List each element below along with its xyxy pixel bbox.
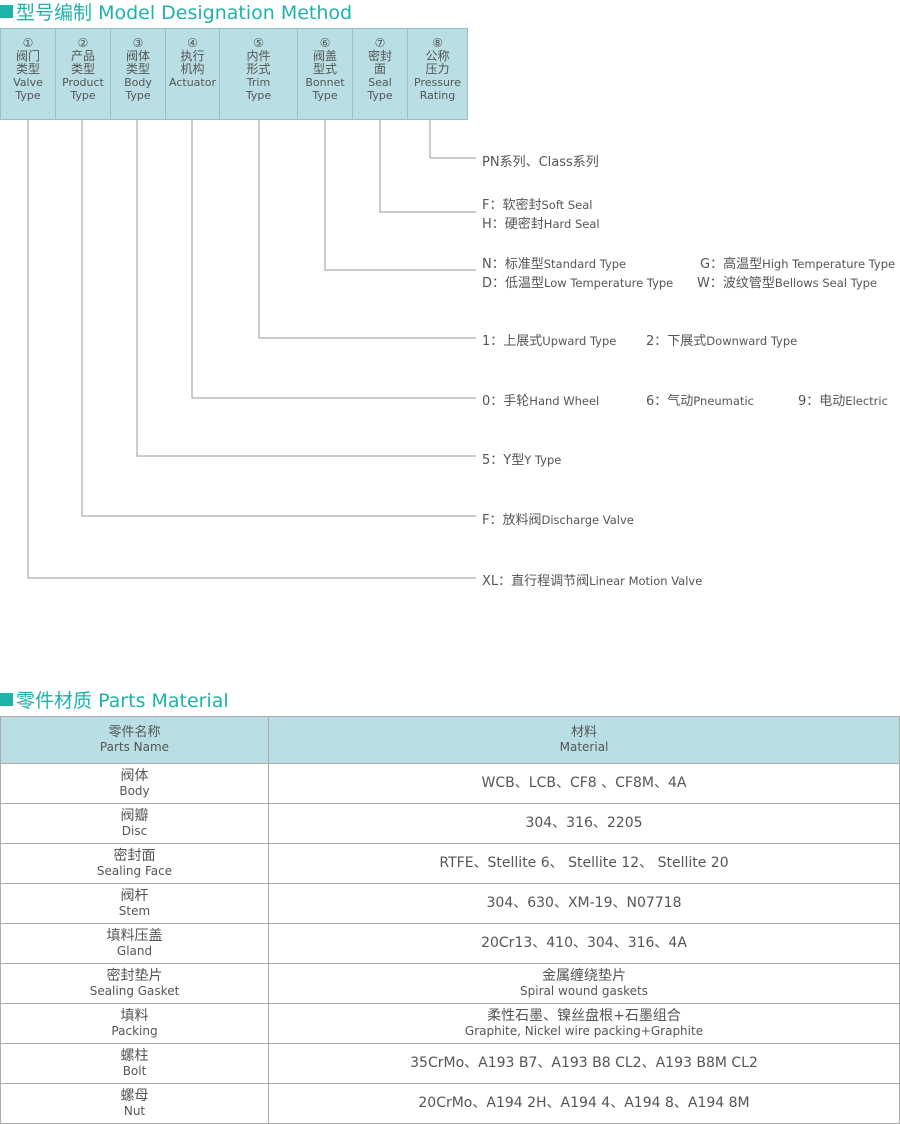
option-product: F：放料阀Discharge Valve xyxy=(482,513,634,528)
option-seal: F：软密封Soft Seal xyxy=(482,198,593,213)
connector-valve xyxy=(27,120,476,579)
option-bonnet: N：标准型Standard Type xyxy=(482,257,627,272)
option-actuator: 6：气动Pneumatic xyxy=(646,394,754,409)
connector-body xyxy=(136,120,476,457)
connector-seal xyxy=(379,120,476,213)
part-material: 20Cr13、410、304、316、4A xyxy=(268,923,900,964)
part-material: WCB、LCB、CF8 、CF8M、4A xyxy=(268,763,900,804)
part-material: RTFE、Stellite 6、 Stellite 12、 Stellite 2… xyxy=(268,843,900,884)
option-bonnet: G：高温型High Temperature Type xyxy=(700,257,896,272)
part-material: 35CrMo、A193 B7、A193 B8 CL2、A193 B8M CL2 xyxy=(268,1043,900,1084)
parts-title: 零件材质 Parts Material xyxy=(0,686,229,713)
part-material: 304、630、XM-19、N07718 xyxy=(268,883,900,924)
option-seal: H：硬密封Hard Seal xyxy=(482,217,600,232)
option-pressure: PN系列、Class系列 xyxy=(482,155,599,170)
title-en: Model Designation Method xyxy=(98,2,353,24)
option-actuator: 0：手轮Hand Wheel xyxy=(482,394,600,409)
option-valve: XL：直行程调节阀Linear Motion Valve xyxy=(482,574,703,589)
option-trim: 2：下展式Downward Type xyxy=(646,334,798,349)
connector-pressure xyxy=(429,120,476,159)
part-material: 20CrMo、A194 2H、A194 4、A194 8、A194 8M xyxy=(268,1083,900,1124)
option-body: 5：Y型Y Type xyxy=(482,453,562,468)
square-bullet-icon xyxy=(0,5,13,18)
connector-product xyxy=(81,120,476,517)
option-actuator: 9：电动Electric xyxy=(798,394,888,409)
connector-trim xyxy=(258,120,476,339)
designation-title: 型号编制 Model Designation Method xyxy=(0,0,352,25)
title-cn: 零件材质 xyxy=(16,690,93,712)
part-material: 304、316、2205 xyxy=(268,803,900,844)
option-bonnet: W：波纹管型Bellows Seal Type xyxy=(697,276,878,291)
connector-bonnet xyxy=(324,120,476,271)
title-en: Parts Material xyxy=(98,690,229,712)
connector-lines xyxy=(27,120,476,579)
square-bullet-icon xyxy=(0,693,13,706)
connector-actuator xyxy=(191,120,476,399)
option-trim: 1：上展式Upward Type xyxy=(482,334,617,349)
option-bonnet: D：低温型Low Temperature Type xyxy=(482,276,674,291)
title-cn: 型号编制 xyxy=(16,2,93,24)
